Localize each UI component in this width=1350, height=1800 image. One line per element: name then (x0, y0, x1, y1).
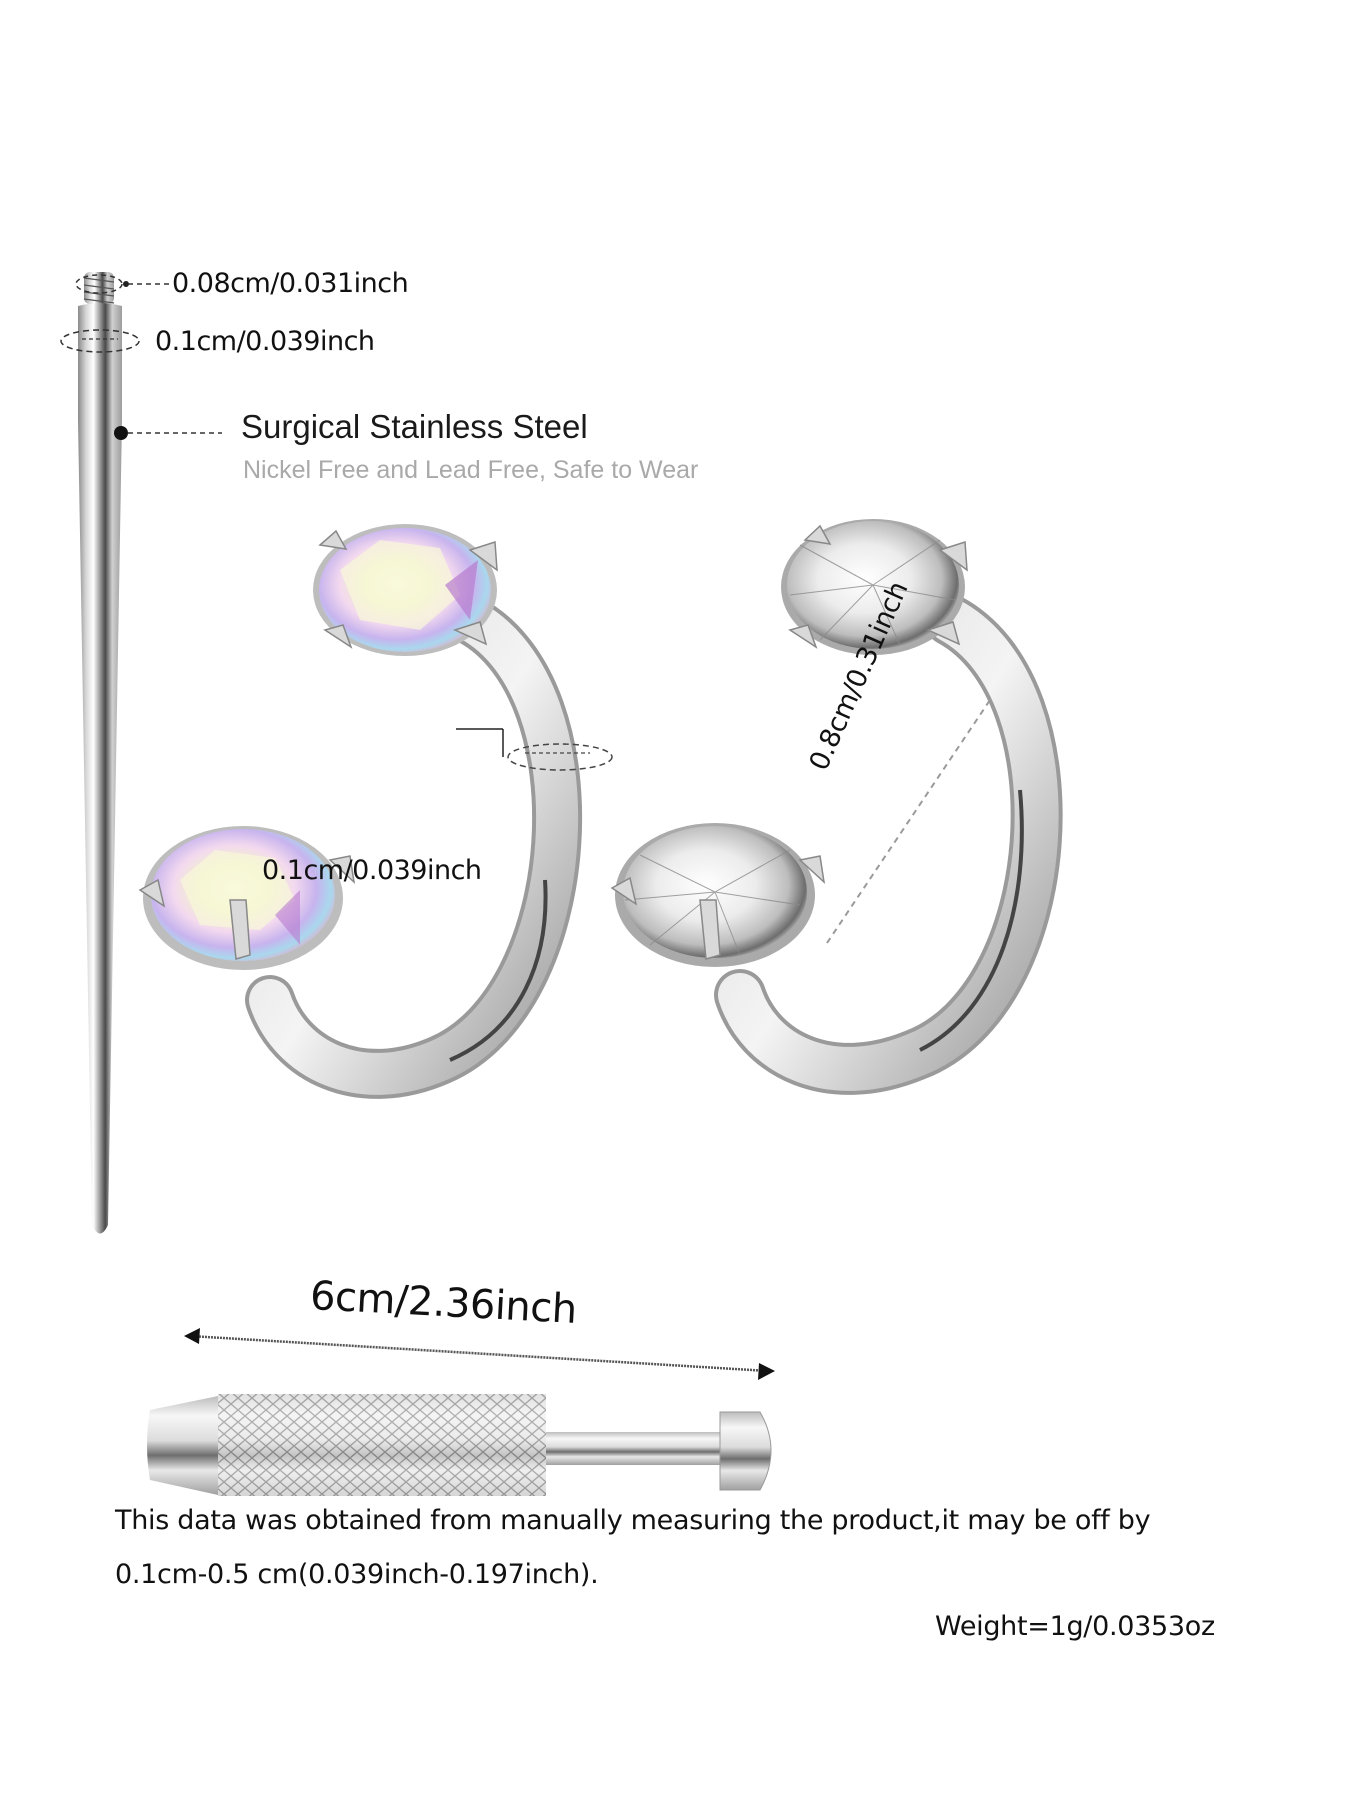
disclaimer-line-1: This data was obtained from manually mea… (115, 1505, 1151, 1536)
material-subtitle: Nickel Free and Lead Free, Safe to Wear (243, 456, 699, 484)
thread-diameter-label: 0.08cm/0.031inch (172, 268, 409, 299)
length-arrow (184, 1328, 775, 1380)
material-title: Surgical Stainless Steel (241, 408, 588, 445)
bar-thickness-label: 0.1cm/0.039inch (262, 855, 482, 886)
horseshoe-earring-clear (610, 519, 1063, 1095)
weight-label: Weight=1g/0.0353oz (935, 1611, 1215, 1642)
horseshoe-earring-ab (138, 524, 613, 1099)
taper-needle (60, 272, 222, 1234)
ball-removal-tool (147, 1394, 772, 1496)
disclaimer-line-2: 0.1cm-0.5 cm(0.039inch-0.197inch). (115, 1559, 599, 1590)
shaft-diameter-label: 0.1cm/0.039inch (155, 326, 375, 357)
needle-thread (84, 272, 114, 304)
